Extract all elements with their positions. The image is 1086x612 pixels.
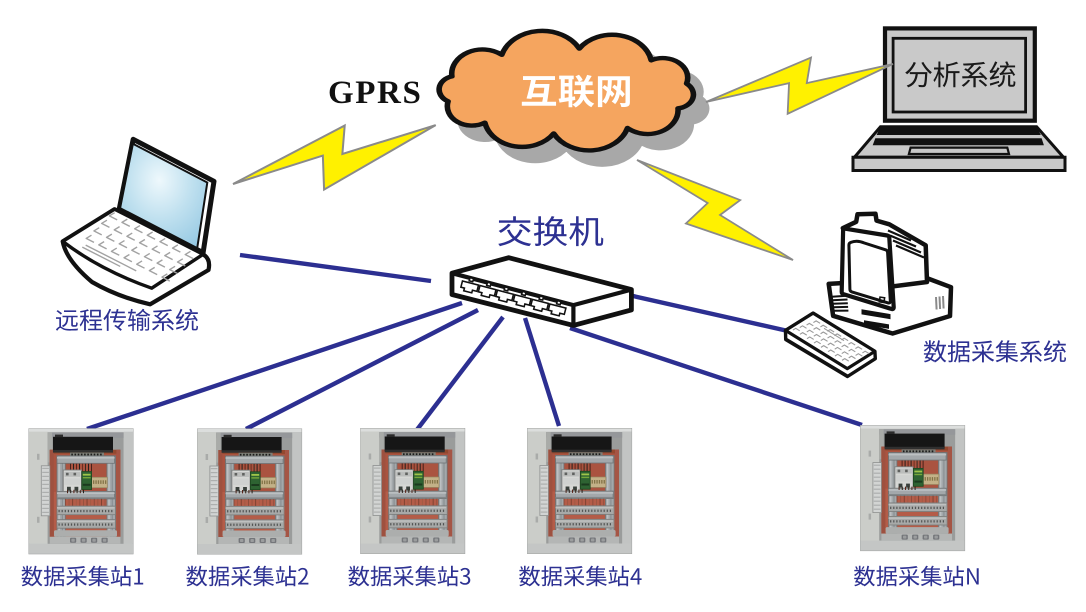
svg-text:GPRS: GPRS — [328, 75, 422, 111]
